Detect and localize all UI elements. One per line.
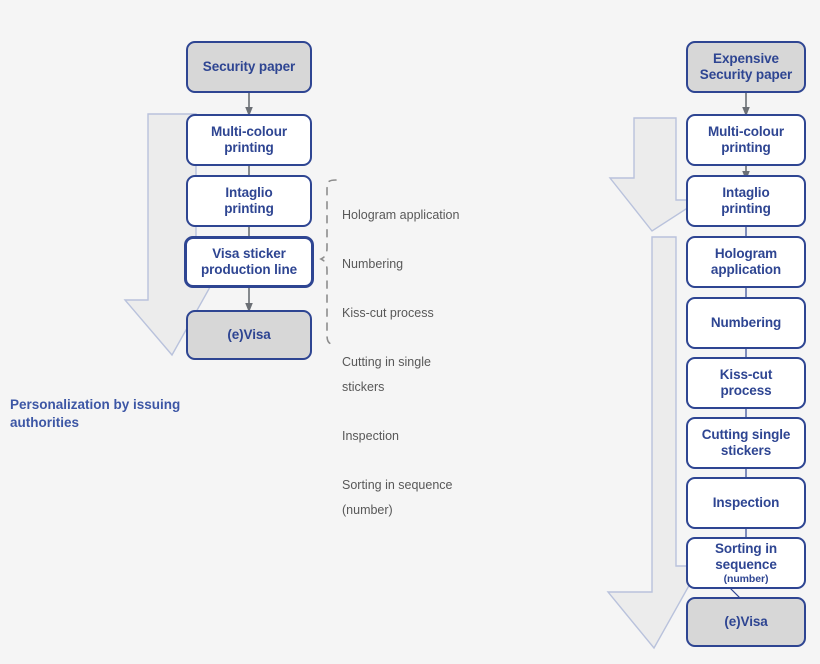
node-label: Numbering (710, 315, 782, 330)
node-multi-colour-printing-right[interactable]: Multi-colour printing (686, 114, 806, 166)
node-label: (e)Visa (724, 614, 768, 629)
node-label: Inspection (712, 495, 780, 510)
node-label: Expensive Security paper (699, 51, 793, 82)
brace-item: Hologram application (342, 207, 460, 222)
node-security-paper[interactable]: Security paper (186, 41, 312, 93)
node-evisa-left[interactable]: (e)Visa (186, 310, 312, 360)
node-sorting-in-sequence[interactable]: Sorting in sequence (number) (686, 537, 806, 589)
node-visa-sticker-production-line[interactable]: Visa sticker production line (184, 236, 314, 288)
node-label: Sorting in sequence (715, 541, 777, 572)
node-label: Visa sticker production line (201, 246, 297, 277)
brace-item: Sorting in sequence (number) (342, 478, 453, 517)
dashed-curly-brace (319, 179, 337, 346)
node-label: Kiss-cut process (719, 367, 773, 398)
brace-item-list: Hologram application Numbering Kiss-cut … (342, 178, 492, 547)
node-cutting-single-stickers[interactable]: Cutting single stickers (686, 417, 806, 469)
node-numbering[interactable]: Numbering (686, 297, 806, 349)
personalization-caption: Personalization by issuing authorities (10, 397, 181, 430)
node-intaglio-printing-right[interactable]: Intaglio printing (686, 175, 806, 227)
node-label: Hologram application (710, 246, 782, 277)
node-intaglio-printing-left[interactable]: Intaglio printing (186, 175, 312, 227)
node-evisa-right[interactable]: (e)Visa (686, 597, 806, 647)
node-label: Intaglio printing (224, 185, 274, 216)
node-multi-colour-printing-left[interactable]: Multi-colour printing (186, 114, 312, 166)
brace-item: Kiss-cut process (342, 305, 434, 320)
node-label: Intaglio printing (721, 185, 771, 216)
brace-item: Cutting in single stickers (342, 355, 431, 394)
brace-item: Numbering (342, 256, 404, 271)
brace-item: Inspection (342, 428, 399, 443)
node-kiss-cut-process[interactable]: Kiss-cut process (686, 357, 806, 409)
node-label: Multi-colour printing (210, 124, 288, 155)
node-label: Cutting single stickers (701, 427, 791, 458)
node-inspection[interactable]: Inspection (686, 477, 806, 529)
node-hologram-application[interactable]: Hologram application (686, 236, 806, 288)
node-label: Multi-colour printing (707, 124, 785, 155)
node-label: (e)Visa (227, 327, 271, 342)
node-sublabel: (number) (723, 573, 769, 585)
node-expensive-security-paper[interactable]: Expensive Security paper (686, 41, 806, 93)
node-label: Security paper (202, 59, 296, 74)
